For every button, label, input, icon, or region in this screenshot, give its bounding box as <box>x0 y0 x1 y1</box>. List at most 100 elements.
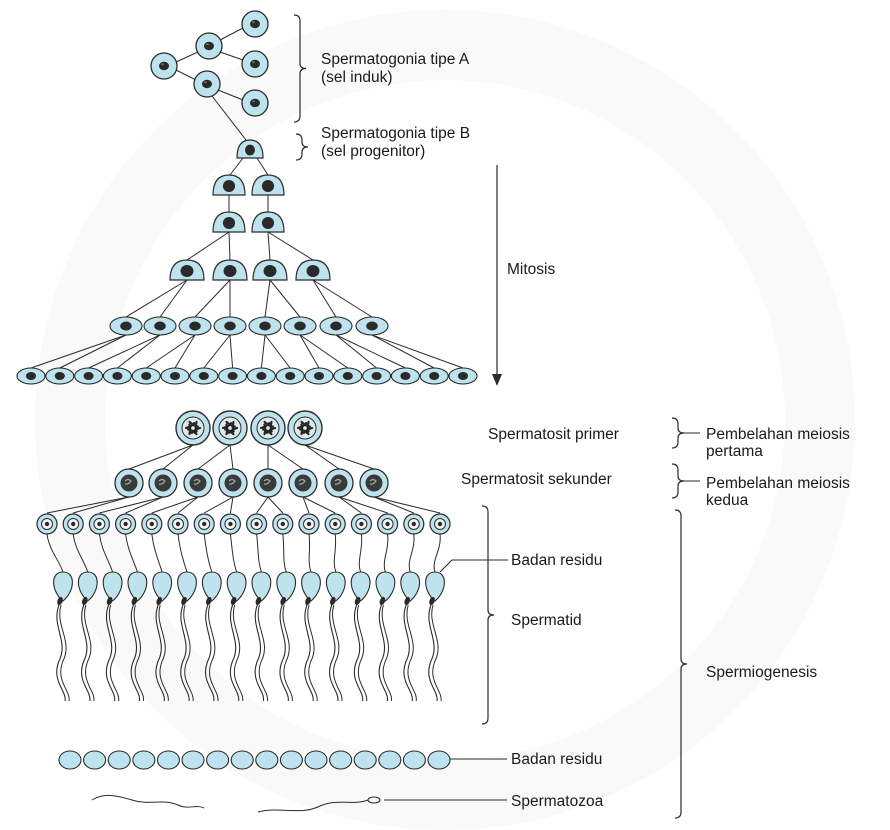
early-spermatid-6-nucleus-core <box>175 521 181 527</box>
elongating-spermatid-5-head <box>156 596 163 606</box>
primary-spermatocyte-2-nucleus <box>218 416 242 440</box>
secondary-spermatocyte-2-chromatin <box>158 478 166 485</box>
mitosis-row2-cell-2 <box>251 211 285 233</box>
early-spermatid-3-nucleus-core <box>97 521 102 527</box>
mitosis-row3-cell-1 <box>169 259 205 281</box>
link-sec-spermatid-1 <box>46 496 130 514</box>
elongating-spermatid-8-body <box>226 571 247 602</box>
mitosis-row5-cell-13 <box>362 367 392 385</box>
secondary-spermatocyte-3-chromatin <box>193 478 201 485</box>
elongating-spermatid-3 <box>102 571 123 702</box>
elongating-spermatid-9-tail <box>254 604 264 702</box>
secondary-spermatocyte-8 <box>359 468 389 498</box>
primary-spermatocyte-1-chromatin <box>184 420 202 436</box>
link-sec-spermatid-5 <box>151 496 199 514</box>
label-badan-residu-2: Badan residu <box>511 751 603 768</box>
secondary-spermatocyte-4-chromatin <box>228 478 236 485</box>
spermatid-bridge-10 <box>282 533 287 573</box>
mitosis-row5-cell-8-nucleus <box>227 372 238 380</box>
early-spermatid-10 <box>272 513 294 535</box>
spermatogonium-a-6 <box>241 89 269 117</box>
mitosis-row3-cell-3-nucleus <box>263 265 277 277</box>
mitosis-row5-cell-16-nucleus <box>457 372 469 380</box>
early-spermatid-15-nucleus-core <box>411 521 416 527</box>
elongating-spermatid-15 <box>400 571 421 702</box>
elongating-spermatid-7-tail <box>205 604 215 702</box>
residual-body-9 <box>255 750 279 770</box>
spermatogonium-b-nucleus <box>245 144 255 156</box>
early-spermatid-12 <box>324 513 346 535</box>
label-meiosis-1: Pembelahan meiosis <box>706 426 850 443</box>
elongating-spermatid-7-body <box>201 571 222 602</box>
elongating-spermatid-8-tail-outline <box>232 604 244 702</box>
residual-body-16-shape <box>427 750 451 770</box>
elongating-spermatid-10-tail-outline <box>282 604 293 702</box>
link-sec-spermatid-8 <box>229 496 234 514</box>
mitosis-row5-cell-16 <box>448 367 478 385</box>
link-r4-r5-4 <box>117 334 161 369</box>
spermatid-bridge-6 <box>177 533 188 573</box>
link-r2-r3-4 <box>267 231 314 261</box>
mitosis-row4-cell-8-nucleus <box>366 321 378 331</box>
residual-body-12-shape <box>329 750 353 770</box>
mitosis-row5-cell-3 <box>74 367 104 385</box>
residual-body-11 <box>304 750 328 770</box>
label-spermatosit-sekunder: Spermatosit sekunder <box>461 471 612 488</box>
residual-body-7 <box>206 750 230 770</box>
link-r4-r5-6 <box>174 334 196 369</box>
bracket-spermiogenesis <box>674 509 688 819</box>
spermatogonium-a-6-nucleus <box>250 98 260 108</box>
spermatozoon-1-tail <box>91 794 205 809</box>
elongating-spermatid-6-tail-outline <box>183 604 194 702</box>
elongating-spermatid-15-tail <box>403 604 413 702</box>
primary-spermatocyte-3-chromatin <box>259 420 277 436</box>
residual-body-7-shape <box>206 750 230 770</box>
link-prim-sec-1 <box>128 444 194 470</box>
link-prim-sec-3 <box>197 444 231 470</box>
elongating-spermatid-2-body <box>77 571 98 602</box>
secondary-spermatocyte-7-chromatin <box>334 478 342 485</box>
mitosis-row5-cell-10-nucleus <box>285 372 296 380</box>
bracket-spermatogonia-b <box>295 133 309 161</box>
secondary-spermatocyte-2 <box>148 468 178 498</box>
early-spermatid-1 <box>36 513 58 535</box>
elongating-spermatid-16-head <box>429 596 435 606</box>
mitosis-arrow-head <box>492 374 502 386</box>
elongating-spermatid-1 <box>53 571 73 702</box>
link-prim-sec-6 <box>267 444 304 470</box>
elongating-spermatid-2 <box>77 571 98 702</box>
residual-body-14 <box>378 750 402 770</box>
elongating-spermatid-11-tail-outline <box>307 604 318 702</box>
secondary-spermatocyte-6-chromatin <box>298 478 306 485</box>
spermatid-bridge-16 <box>433 533 441 573</box>
elongating-spermatid-6-body <box>177 571 197 602</box>
residual-body-1 <box>58 750 82 770</box>
early-spermatid-9 <box>246 513 268 535</box>
mitosis-row5-cell-4-nucleus <box>112 372 123 380</box>
mitosis-row5-cell-7 <box>189 367 219 385</box>
residual-body-13-shape <box>353 750 377 770</box>
bracket-spermatogonia-a <box>293 14 307 123</box>
elongating-spermatid-4-tail-outline <box>133 604 144 702</box>
residual-body-4 <box>132 750 156 770</box>
link-sec-spermatid-12 <box>302 496 336 514</box>
elongating-spermatid-15-head <box>404 596 411 606</box>
spermatogonium-a-2-nucleus-highlight <box>206 43 209 46</box>
mitosis-row4-cell-4-nucleus <box>224 321 236 331</box>
mitosis-row4-cell-3 <box>178 316 212 336</box>
secondary-spermatocyte-5-chromatin <box>263 478 271 485</box>
elongating-spermatid-10 <box>276 571 297 702</box>
early-spermatid-2 <box>62 513 84 535</box>
residual-body-8 <box>230 750 254 770</box>
label-sel-induk: (sel induk) <box>321 69 393 86</box>
mitosis-row5-cell-12-nucleus <box>342 372 353 380</box>
residual-body-9-shape <box>255 750 279 770</box>
early-spermatid-12-nucleus-core <box>333 521 338 527</box>
link-r4-r5-12 <box>299 334 349 369</box>
elongating-spermatid-6 <box>177 571 197 702</box>
residual-body-13 <box>353 750 377 770</box>
mitosis-row5-cell-15-nucleus <box>429 372 440 380</box>
mitosis-row3-cell-4 <box>295 259 331 281</box>
mitosis-row4-cell-1 <box>109 316 143 336</box>
early-spermatid-8 <box>219 513 241 535</box>
